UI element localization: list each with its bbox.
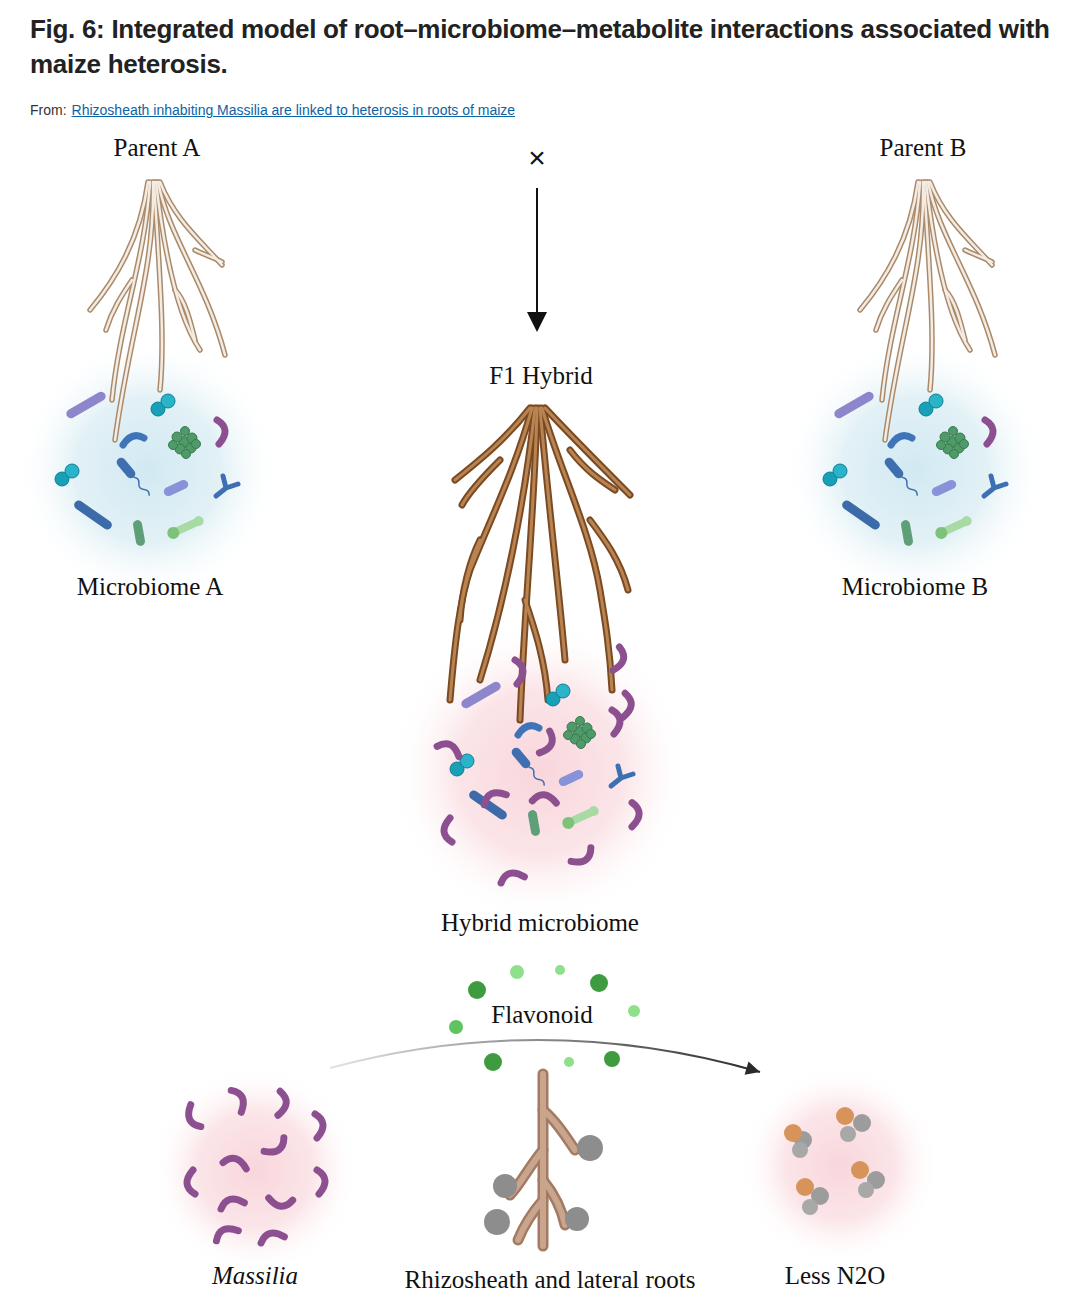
- metabolite-label: Flavonoid: [491, 1000, 592, 1030]
- zone-label: Less N2O: [785, 1261, 886, 1291]
- source-prefix: From:: [30, 102, 67, 119]
- n2o-zone: Less N2O: [735, 1072, 935, 1293]
- microbiome-zone: Microbiome B: [785, 340, 1045, 604]
- zone-label: Hybrid microbiome: [441, 908, 639, 938]
- root-zone: Rhizosheath and lateral roots: [380, 1068, 720, 1297]
- hybrid-label: F1 Hybrid: [489, 361, 592, 391]
- figure-title: Fig. 6: Integrated model of root–microbi…: [30, 12, 1055, 82]
- parent-label: Parent A: [114, 133, 201, 163]
- source-link: Rhizosheath inhabiting Massilia are link…: [72, 102, 516, 119]
- zone-label: Rhizosheath and lateral roots: [405, 1265, 696, 1295]
- parent-label: Parent B: [880, 133, 967, 163]
- zone-label: Microbiome B: [842, 572, 989, 602]
- curved-arrow: [330, 1040, 760, 1072]
- microbiome-zone: Microbiome A: [20, 340, 280, 604]
- zone-label: Massilia: [212, 1261, 298, 1291]
- hybrid-microbiome-zone: Hybrid microbiome: [385, 620, 695, 940]
- massilia-zone: Massilia: [150, 1068, 360, 1293]
- cross-symbol: ×: [528, 140, 546, 176]
- zone-label: Microbiome A: [77, 572, 224, 602]
